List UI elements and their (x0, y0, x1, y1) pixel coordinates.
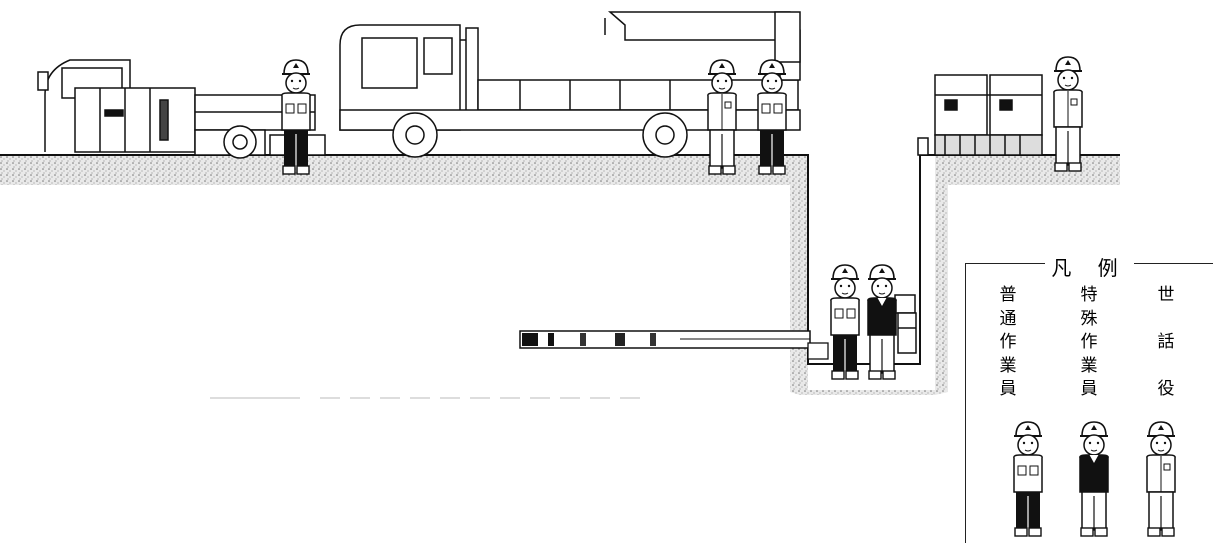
shaft-machine (894, 294, 917, 354)
legend-label-normal-worker: 普 通 作 業 員 (999, 285, 1017, 399)
bore-pipe (519, 330, 829, 360)
legend-icon-caretaker (1145, 421, 1177, 537)
crane-truck (339, 11, 801, 158)
legend-title: 凡 例 (966, 252, 1213, 281)
worker-special-shaft (866, 264, 898, 380)
machine-truck (37, 59, 326, 159)
worker-caretaker-surface (706, 59, 738, 175)
legend-label-special-worker: 特 殊 作 業 員 (1080, 285, 1098, 399)
worker-normal-surface (280, 59, 312, 175)
worker-normal-shaft (829, 264, 861, 380)
legend-box: 凡 例 普 通 作 業 員 特 殊 作 業 員 世 話 役 (965, 256, 1213, 543)
generator-units (917, 74, 1043, 156)
worker-caretaker-right (1052, 56, 1084, 172)
legend-icon-special-worker (1078, 421, 1110, 537)
legend-icon-normal-worker (1012, 421, 1044, 537)
legend-label-caretaker: 世 話 役 (1157, 285, 1175, 399)
ground-and-shaft (0, 154, 1120, 395)
